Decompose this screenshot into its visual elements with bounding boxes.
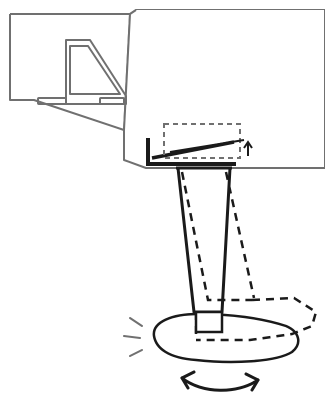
rotation-arrow-icon [182, 372, 258, 390]
leg-foot-insert [196, 312, 222, 332]
foot-base [154, 314, 298, 362]
vibration-lines-icon [124, 318, 142, 356]
appliance-cabinet [10, 10, 325, 168]
